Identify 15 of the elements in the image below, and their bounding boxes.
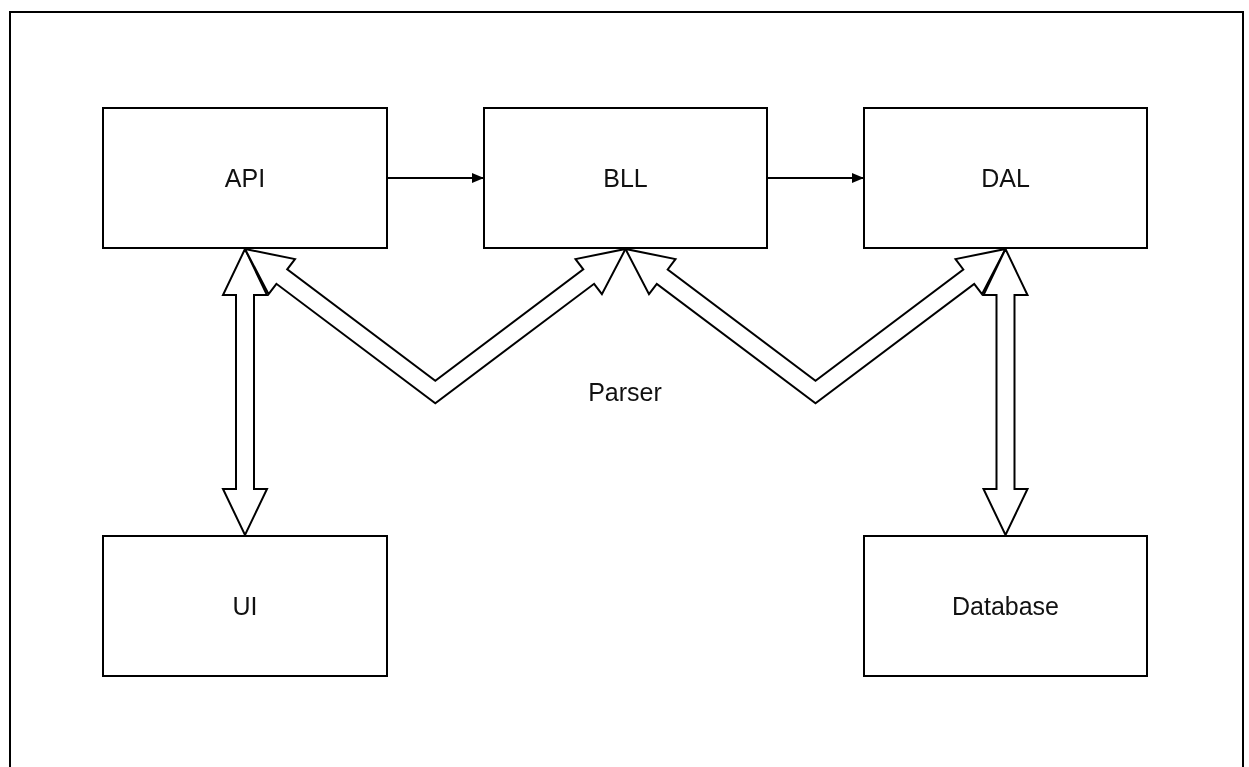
process-box (102, 535, 388, 677)
diagram-label: Parser (588, 377, 662, 407)
process-box (863, 107, 1148, 249)
box-label: BLL (603, 163, 648, 193)
box-label: Database (952, 591, 1059, 621)
double-arrow (243, 247, 628, 405)
box-label: UI (232, 591, 258, 621)
arrow (767, 173, 864, 183)
double-arrow (981, 246, 1030, 538)
arrow (387, 173, 484, 183)
box-label: DAL (981, 163, 1030, 193)
process-box (483, 107, 768, 249)
process-box (102, 107, 388, 249)
process-box (863, 535, 1148, 677)
box-label: API (224, 163, 266, 193)
